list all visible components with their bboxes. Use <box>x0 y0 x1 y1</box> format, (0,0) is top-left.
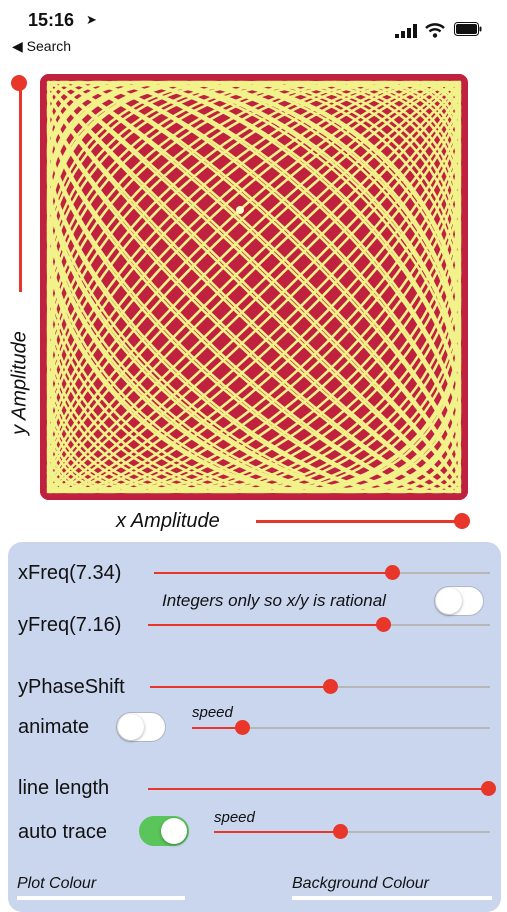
lissajous-curve <box>46 80 462 494</box>
animate-speed-label: speed <box>192 704 233 721</box>
trace-speed-slider[interactable] <box>214 824 490 839</box>
yphaseshift-label: yPhaseShift <box>18 676 125 698</box>
yfreq-slider-fill <box>148 624 384 626</box>
plot-colour-label: Plot Colour <box>17 875 97 892</box>
status-time: 15:16 <box>28 10 75 30</box>
auto-trace-label: auto trace <box>18 821 107 843</box>
animate-label: animate <box>18 716 90 738</box>
lissajous-plot <box>40 74 468 500</box>
battery-icon <box>454 22 482 36</box>
xfreq-slider-fill <box>154 572 393 574</box>
yfreq-label: yFreq(7.16) <box>18 614 122 636</box>
animate-speed-slider-thumb[interactable] <box>235 720 251 735</box>
line-length-slider[interactable] <box>148 781 496 796</box>
background-colour-picker[interactable] <box>292 896 492 900</box>
yphaseshift-slider-fill <box>150 686 331 688</box>
yphaseshift-slider-thumb[interactable] <box>322 679 338 694</box>
trace-speed-label: speed <box>214 809 255 826</box>
xfreq-slider[interactable] <box>154 565 490 580</box>
integers-only-label: Integers only so x/y is rational <box>162 591 386 610</box>
y-amplitude-label: y Amplitude <box>8 331 31 435</box>
auto-trace-toggle[interactable] <box>139 816 189 846</box>
animate-toggle-knob <box>118 714 144 740</box>
line-length-slider-fill <box>148 788 488 790</box>
x-amplitude-label: x Amplitude <box>116 510 220 532</box>
y-amplitude-slider-track[interactable] <box>19 84 22 292</box>
integers-only-toggle-knob <box>436 588 462 614</box>
location-arrow-icon: ➤ <box>86 12 97 27</box>
background-colour-label: Background Colour <box>292 875 429 892</box>
auto-trace-toggle-knob <box>161 818 187 844</box>
trace-speed-slider-thumb[interactable] <box>333 824 349 839</box>
trace-point <box>236 206 244 214</box>
yphaseshift-slider[interactable] <box>150 679 490 694</box>
x-amplitude-slider-thumb[interactable] <box>454 513 470 529</box>
y-amplitude-slider-thumb[interactable] <box>11 75 27 91</box>
integers-only-toggle[interactable] <box>434 586 484 616</box>
back-to-search-link[interactable]: ◀ Search <box>12 38 72 54</box>
trace-speed-slider-fill <box>214 831 341 833</box>
animate-speed-slider[interactable] <box>192 720 490 735</box>
line-length-slider-thumb[interactable] <box>480 781 496 796</box>
line-length-label: line length <box>18 777 110 799</box>
animate-toggle[interactable] <box>116 712 166 742</box>
wifi-icon <box>425 23 445 38</box>
xfreq-slider-thumb[interactable] <box>385 565 401 580</box>
cellular-signal-icon <box>395 24 417 38</box>
xfreq-label: xFreq(7.34) <box>18 562 122 584</box>
yfreq-slider[interactable] <box>148 617 490 632</box>
x-amplitude-slider-track[interactable] <box>256 520 462 523</box>
plot-colour-picker[interactable] <box>17 896 185 900</box>
yfreq-slider-thumb[interactable] <box>376 617 392 632</box>
animate-speed-slider-fill <box>192 727 243 729</box>
